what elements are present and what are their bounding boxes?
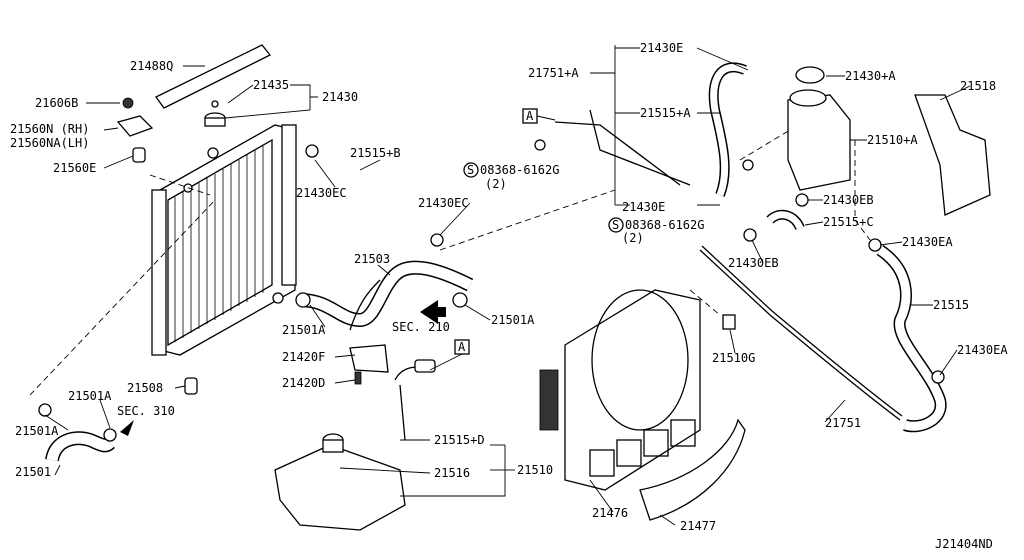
label-21430ea-1: 21430EA (902, 235, 953, 249)
upper-reservoir-tank (787, 66, 851, 191)
label-21420d: 21420D (282, 376, 325, 390)
label-21430e-top: 21430E (640, 41, 683, 55)
mount-bracket (116, 115, 154, 137)
label-21477: 21477 (680, 519, 716, 533)
label-21515b: 21515+B (350, 146, 401, 160)
label-21503: 21503 (354, 252, 390, 266)
label-21501a-upper: 21501A (68, 389, 112, 403)
lower-shroud (639, 418, 746, 521)
label-21560e: 21560E (53, 161, 96, 175)
hose-clamp (430, 233, 444, 247)
label-21435: 21435 (253, 78, 289, 92)
bracket-bolt (354, 371, 362, 385)
label-21515c: 21515+C (823, 215, 874, 229)
label-21751: 21751 (825, 416, 861, 430)
label-21430ea-2: 21430EA (957, 343, 1008, 357)
label-s2: S (612, 218, 619, 232)
label-21510a: 21510+A (867, 133, 918, 147)
bolt-symbol (463, 162, 479, 178)
label-21430e-mid: 21430E (622, 200, 665, 214)
reservoir-cap (795, 66, 825, 84)
sec210-arrow (420, 300, 446, 324)
label-21515d: 21515+D (434, 433, 485, 447)
bolt-symbol (608, 217, 624, 233)
label-21476: 21476 (592, 506, 628, 520)
label-21606b: 21606B (35, 96, 78, 110)
label-bolt-2-qty: (2) (622, 231, 644, 245)
label-21515: 21515 (933, 298, 969, 312)
hose-bracket (349, 344, 389, 373)
label-21420f: 21420F (282, 350, 325, 364)
label-21510g: 21510G (712, 351, 755, 365)
label-bolt-1-qty: (2) (485, 177, 507, 191)
radiator-seal (155, 44, 272, 109)
label-21518: 21518 (960, 79, 996, 93)
label-box-a-2: A (458, 340, 466, 354)
label-21501a-left: 21501A (15, 424, 59, 438)
label-sec210: SEC. 210 (392, 320, 450, 334)
label-21430ec-a: 21430EC (296, 186, 347, 200)
label-sec310: SEC. 310 (117, 404, 175, 418)
label-21501a-mid: 21501A (282, 323, 326, 337)
label-21751a: 21751+A (528, 66, 579, 80)
label-21510: 21510 (517, 463, 553, 477)
label-box-a: A (526, 109, 534, 123)
mount-bolt (122, 97, 134, 109)
label-bolt-1: 08368-6162G (480, 163, 559, 177)
label-21430: 21430 (322, 90, 358, 104)
hose-clamp (305, 144, 319, 158)
label-21430eb-right: 21430EB (823, 193, 874, 207)
label-21501a-right: 21501A (491, 313, 535, 327)
diagram-id: J21404ND (935, 537, 993, 551)
label-21560na: 21560NA(LH) (10, 136, 89, 150)
sec310-arrow (120, 420, 134, 436)
label-21501: 21501 (15, 465, 51, 479)
label-bolt-2: 08368-6162G (625, 218, 704, 232)
label-s1: S (467, 163, 474, 177)
label-21430a: 21430+A (845, 69, 896, 83)
ref-line (29, 199, 216, 396)
label-21430ec-b: 21430EC (418, 196, 469, 210)
mount-bushing (132, 147, 146, 163)
radiator (151, 124, 297, 356)
label-21430eb-mid: 21430EB (728, 256, 779, 270)
drain-plug (184, 377, 198, 395)
label-21515a: 21515+A (640, 106, 691, 120)
hose-21515 (876, 245, 947, 433)
label-21516: 21516 (434, 466, 470, 480)
bracket-21518 (914, 94, 991, 216)
label-21560n: 21560N (RH) (10, 122, 89, 136)
cap-seal (211, 100, 219, 108)
label-21508: 21508 (127, 381, 163, 395)
lower-reservoir-tank (274, 359, 436, 531)
label-21488q: 21488Q (130, 59, 173, 73)
fan-shroud (539, 289, 701, 491)
grommet (722, 314, 736, 330)
